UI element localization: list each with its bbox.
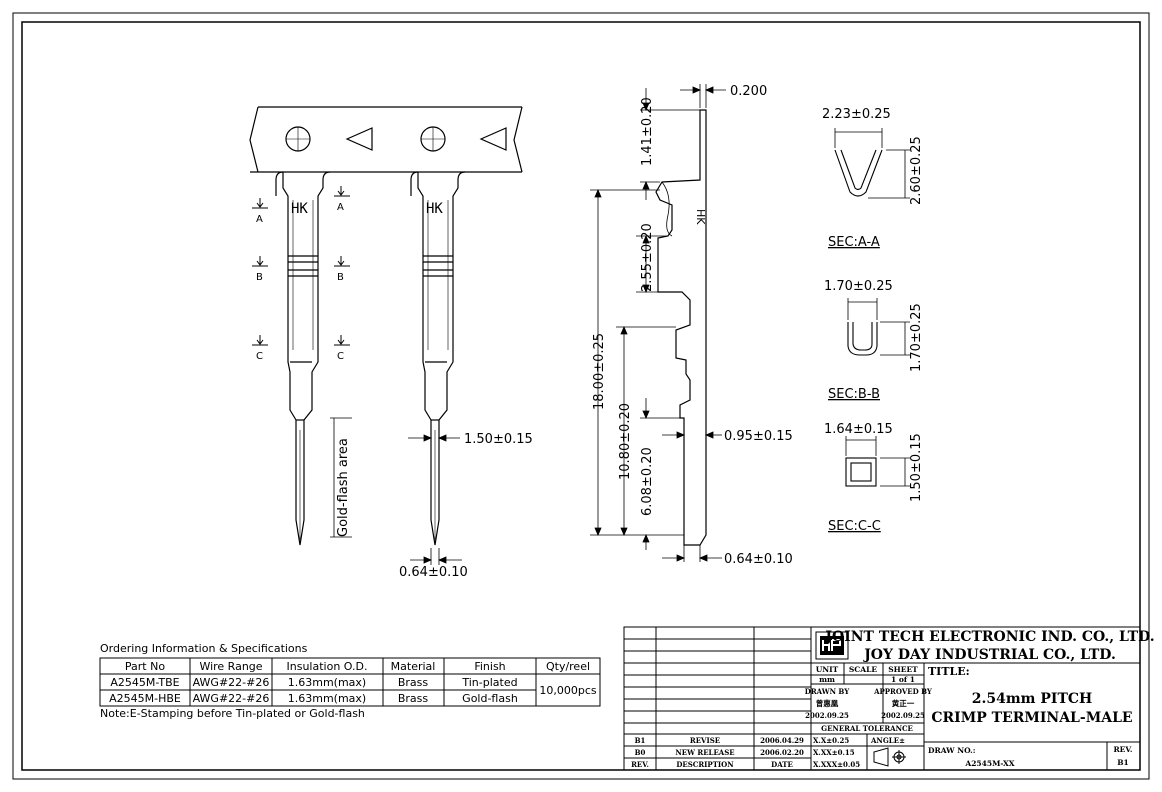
sec-b-height: 1.70±0.25 bbox=[909, 303, 924, 372]
ordering-note: Note:E-Stamping before Tin-plated or Gol… bbox=[100, 707, 365, 720]
ord-header-qty: Qty/reel bbox=[546, 660, 590, 673]
gold-area-dim bbox=[330, 417, 352, 538]
drawing-title-1: 2.54mm PITCH bbox=[972, 691, 1092, 707]
approved-by-label: APPROVED BY bbox=[873, 687, 933, 696]
marker-a-right: A bbox=[337, 202, 344, 213]
sec-c-height: 1.50±0.15 bbox=[909, 433, 924, 502]
pin-width-label: 1.50±0.15 bbox=[464, 432, 533, 447]
ord-r1-finish: Tin-plated bbox=[461, 676, 517, 689]
angle-label: ANGLE± bbox=[870, 736, 905, 745]
company-logo bbox=[820, 636, 844, 655]
revision-2-rev: B0 bbox=[635, 748, 646, 757]
revision-1-desc: REVISE bbox=[690, 736, 720, 745]
approved-date: 2002.09.25 bbox=[881, 711, 925, 720]
section-c-drawing bbox=[845, 436, 910, 487]
ord-r2-finish: Gold-flash bbox=[462, 692, 518, 705]
company-name-1: JOINT TECH ELECTRONIC IND. CO., LTD. bbox=[823, 629, 1154, 645]
title-block-grid bbox=[623, 626, 1141, 771]
sec-a-height: 2.60±0.25 bbox=[909, 136, 924, 205]
revision-1-date: 2006.04.29 bbox=[760, 736, 804, 745]
ord-r2-wire: AWG#22-#26 bbox=[193, 692, 270, 705]
ord-r2-insulation: 1.63mm(max) bbox=[288, 692, 366, 705]
projection-symbol-icon bbox=[873, 747, 906, 767]
revision-header-desc: DESCRIPTION bbox=[676, 760, 734, 769]
sec-c-label: SEC:C-C bbox=[828, 519, 881, 534]
ordering-table-grid bbox=[99, 657, 601, 707]
ord-r2-part: A2545M-HBE bbox=[109, 692, 181, 705]
drawing-number: A2545M-XX bbox=[964, 759, 1014, 768]
drawn-by-name: 曾惠凰 bbox=[816, 698, 839, 708]
drawn-by-label: DRAWN BY bbox=[805, 687, 850, 696]
ord-header-insulation: Insulation O.D. bbox=[287, 660, 368, 673]
tolerance-3: X.XXX±0.05 bbox=[813, 760, 860, 769]
ord-r1-insulation: 1.63mm(max) bbox=[288, 676, 366, 689]
sec-b-width: 1.70±0.25 bbox=[824, 279, 893, 294]
mid-length-label: 10.80±0.20 bbox=[618, 403, 633, 480]
rev-label: REV. bbox=[1113, 745, 1132, 754]
sheet-label: SHEET bbox=[888, 665, 918, 674]
ord-r2-material: Brass bbox=[398, 692, 429, 705]
ord-r1-part: A2545M-TBE bbox=[110, 676, 179, 689]
side-view bbox=[655, 109, 707, 546]
crimp-length-label: 2.55±0.20 bbox=[640, 223, 655, 292]
revision-1-rev: B1 bbox=[635, 736, 646, 745]
ord-header-wire: Wire Range bbox=[199, 660, 262, 673]
revision-2-date: 2006.02.20 bbox=[760, 748, 804, 757]
company-name-2: JOY DAY INDUSTRIAL CO., LTD. bbox=[862, 647, 1116, 663]
unit-value: mm bbox=[819, 675, 835, 684]
drawn-date: 2002.09.25 bbox=[805, 711, 849, 720]
tolerance-1: X.X±0.25 bbox=[813, 736, 849, 745]
drawing-title-2: CRIMP TERMINAL-MALE bbox=[931, 710, 1132, 726]
pin-front-dim bbox=[410, 548, 462, 565]
outer-frame bbox=[12, 12, 1150, 780]
section-a-drawing bbox=[834, 128, 910, 199]
inner-frame bbox=[21, 21, 1141, 771]
side-stamp-mark: HK bbox=[694, 209, 707, 225]
revision-header-rev: REV. bbox=[631, 760, 649, 769]
drawing-number-label: DRAW NO.: bbox=[928, 746, 976, 755]
section-b-drawing bbox=[847, 298, 910, 356]
total-length-label: 18.00±0.25 bbox=[592, 333, 607, 410]
ord-r1-wire: AWG#22-#26 bbox=[193, 676, 270, 689]
sec-a-width: 2.23±0.25 bbox=[822, 107, 891, 122]
stamp-mark-right: HK bbox=[426, 201, 443, 217]
sec-c-width: 1.64±0.15 bbox=[824, 422, 893, 437]
sec-a-label: SEC:A-A bbox=[828, 235, 880, 250]
ord-header-material: Material bbox=[391, 660, 436, 673]
ord-r1-material: Brass bbox=[398, 676, 429, 689]
ordering-title: Ordering Information & Specifications bbox=[100, 642, 308, 655]
tolerance-2: X.XX±0.15 bbox=[813, 748, 855, 757]
sheet-value: 1 of 1 bbox=[891, 675, 915, 684]
pin-width-dim bbox=[408, 434, 460, 442]
pin-length-label: 6.08±0.20 bbox=[640, 447, 655, 516]
unit-label: UNIT bbox=[816, 665, 839, 674]
scale-label: SCALE bbox=[849, 665, 877, 674]
front-view bbox=[249, 106, 523, 546]
revision-2-desc: NEW RELEASE bbox=[675, 748, 734, 757]
title-label: TITLE: bbox=[928, 665, 970, 678]
stamp-mark-left: HK bbox=[291, 201, 308, 217]
side-dims bbox=[590, 84, 726, 562]
section-markers bbox=[252, 186, 350, 346]
top-length-label: 1.41±0.20 bbox=[640, 97, 655, 166]
pin-front-label: 0.64±0.10 bbox=[399, 565, 468, 580]
shoulder-label: 0.95±0.15 bbox=[724, 429, 793, 444]
marker-c-right: C bbox=[337, 351, 344, 362]
approved-by-name: 黄正一 bbox=[892, 698, 915, 708]
marker-b-right: B bbox=[337, 272, 344, 283]
thickness-label: 0.200 bbox=[730, 84, 767, 99]
marker-b-left: B bbox=[256, 272, 263, 283]
pin-side-label: 0.64±0.10 bbox=[724, 552, 793, 567]
ord-header-finish: Finish bbox=[474, 660, 505, 673]
rev-value: B1 bbox=[1117, 758, 1129, 767]
tolerance-label: GENERAL TOLERANCE bbox=[821, 724, 913, 733]
revision-header-date: DATE bbox=[771, 760, 793, 769]
gold-flash-area-label: Gold-flash area bbox=[336, 438, 351, 537]
marker-c-left: C bbox=[256, 351, 263, 362]
sec-b-label: SEC:B-B bbox=[828, 387, 880, 402]
ord-header-part: Part No bbox=[125, 660, 165, 673]
ord-qty: 10,000pcs bbox=[539, 684, 597, 697]
marker-a-left: A bbox=[256, 214, 263, 225]
